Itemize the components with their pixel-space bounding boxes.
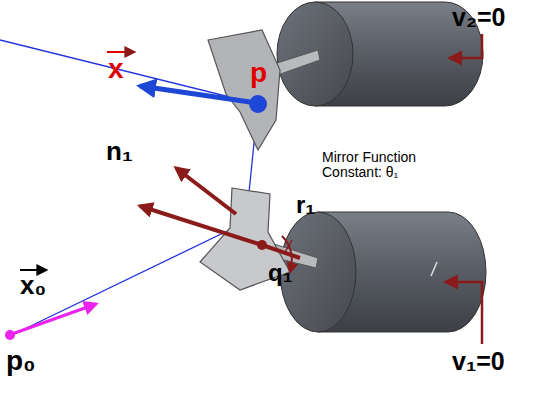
lower-mirror bbox=[200, 188, 318, 290]
vector-label: x bbox=[108, 54, 124, 83]
point-label: q₁ bbox=[268, 260, 293, 285]
vector-label: n₁ bbox=[106, 138, 133, 165]
lower-motor bbox=[280, 212, 486, 332]
light-ray bbox=[0, 40, 258, 336]
point-label: p₀ bbox=[6, 346, 36, 375]
value-label: v₂=0 bbox=[452, 4, 506, 30]
axis-vectors bbox=[140, 168, 300, 272]
leader-line bbox=[446, 282, 482, 344]
vector-label: x₀ bbox=[20, 272, 46, 299]
point-p0 bbox=[5, 330, 15, 340]
point-p bbox=[249, 95, 267, 113]
vector-sign bbox=[20, 269, 46, 271]
axis-label: r₁ bbox=[296, 192, 315, 217]
point-label: p bbox=[250, 58, 267, 87]
note-text: Mirror Function Constant: θ₁ bbox=[322, 150, 472, 179]
upper-mirror bbox=[208, 30, 320, 150]
vector-x0 bbox=[12, 304, 96, 334]
vector-x bbox=[140, 86, 250, 102]
leader-line bbox=[450, 34, 482, 58]
vector-sign bbox=[107, 51, 134, 53]
value-label: v₁=0 bbox=[452, 348, 505, 374]
